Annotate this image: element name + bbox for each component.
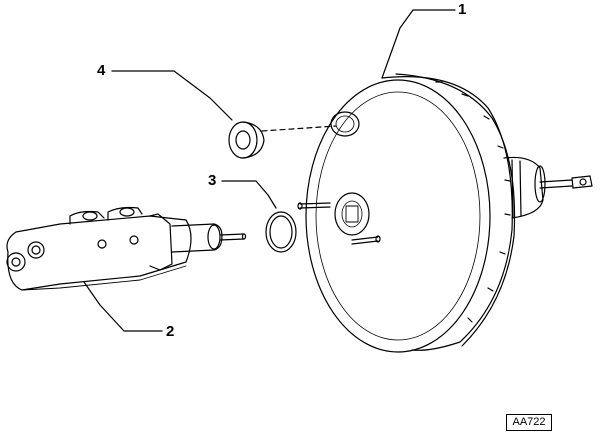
callout-grommet: 4 — [97, 62, 106, 79]
leader-lines — [83, 9, 456, 332]
brake-booster — [297, 73, 593, 353]
seal-ring — [265, 211, 297, 253]
callout-brake-booster: 1 — [458, 1, 467, 18]
leader-line-1 — [381, 9, 456, 79]
master-cylinder — [6, 206, 247, 291]
grommet — [228, 121, 265, 159]
callout-seal-ring: 3 — [208, 172, 217, 189]
callout-master-cylinder: 2 — [166, 323, 175, 340]
reference-code-label: AA722 — [506, 414, 552, 431]
dashed-assembly-line — [261, 125, 337, 132]
leader-line-2 — [83, 281, 163, 332]
leader-line-4 — [111, 70, 233, 121]
leader-line-3 — [221, 180, 277, 209]
